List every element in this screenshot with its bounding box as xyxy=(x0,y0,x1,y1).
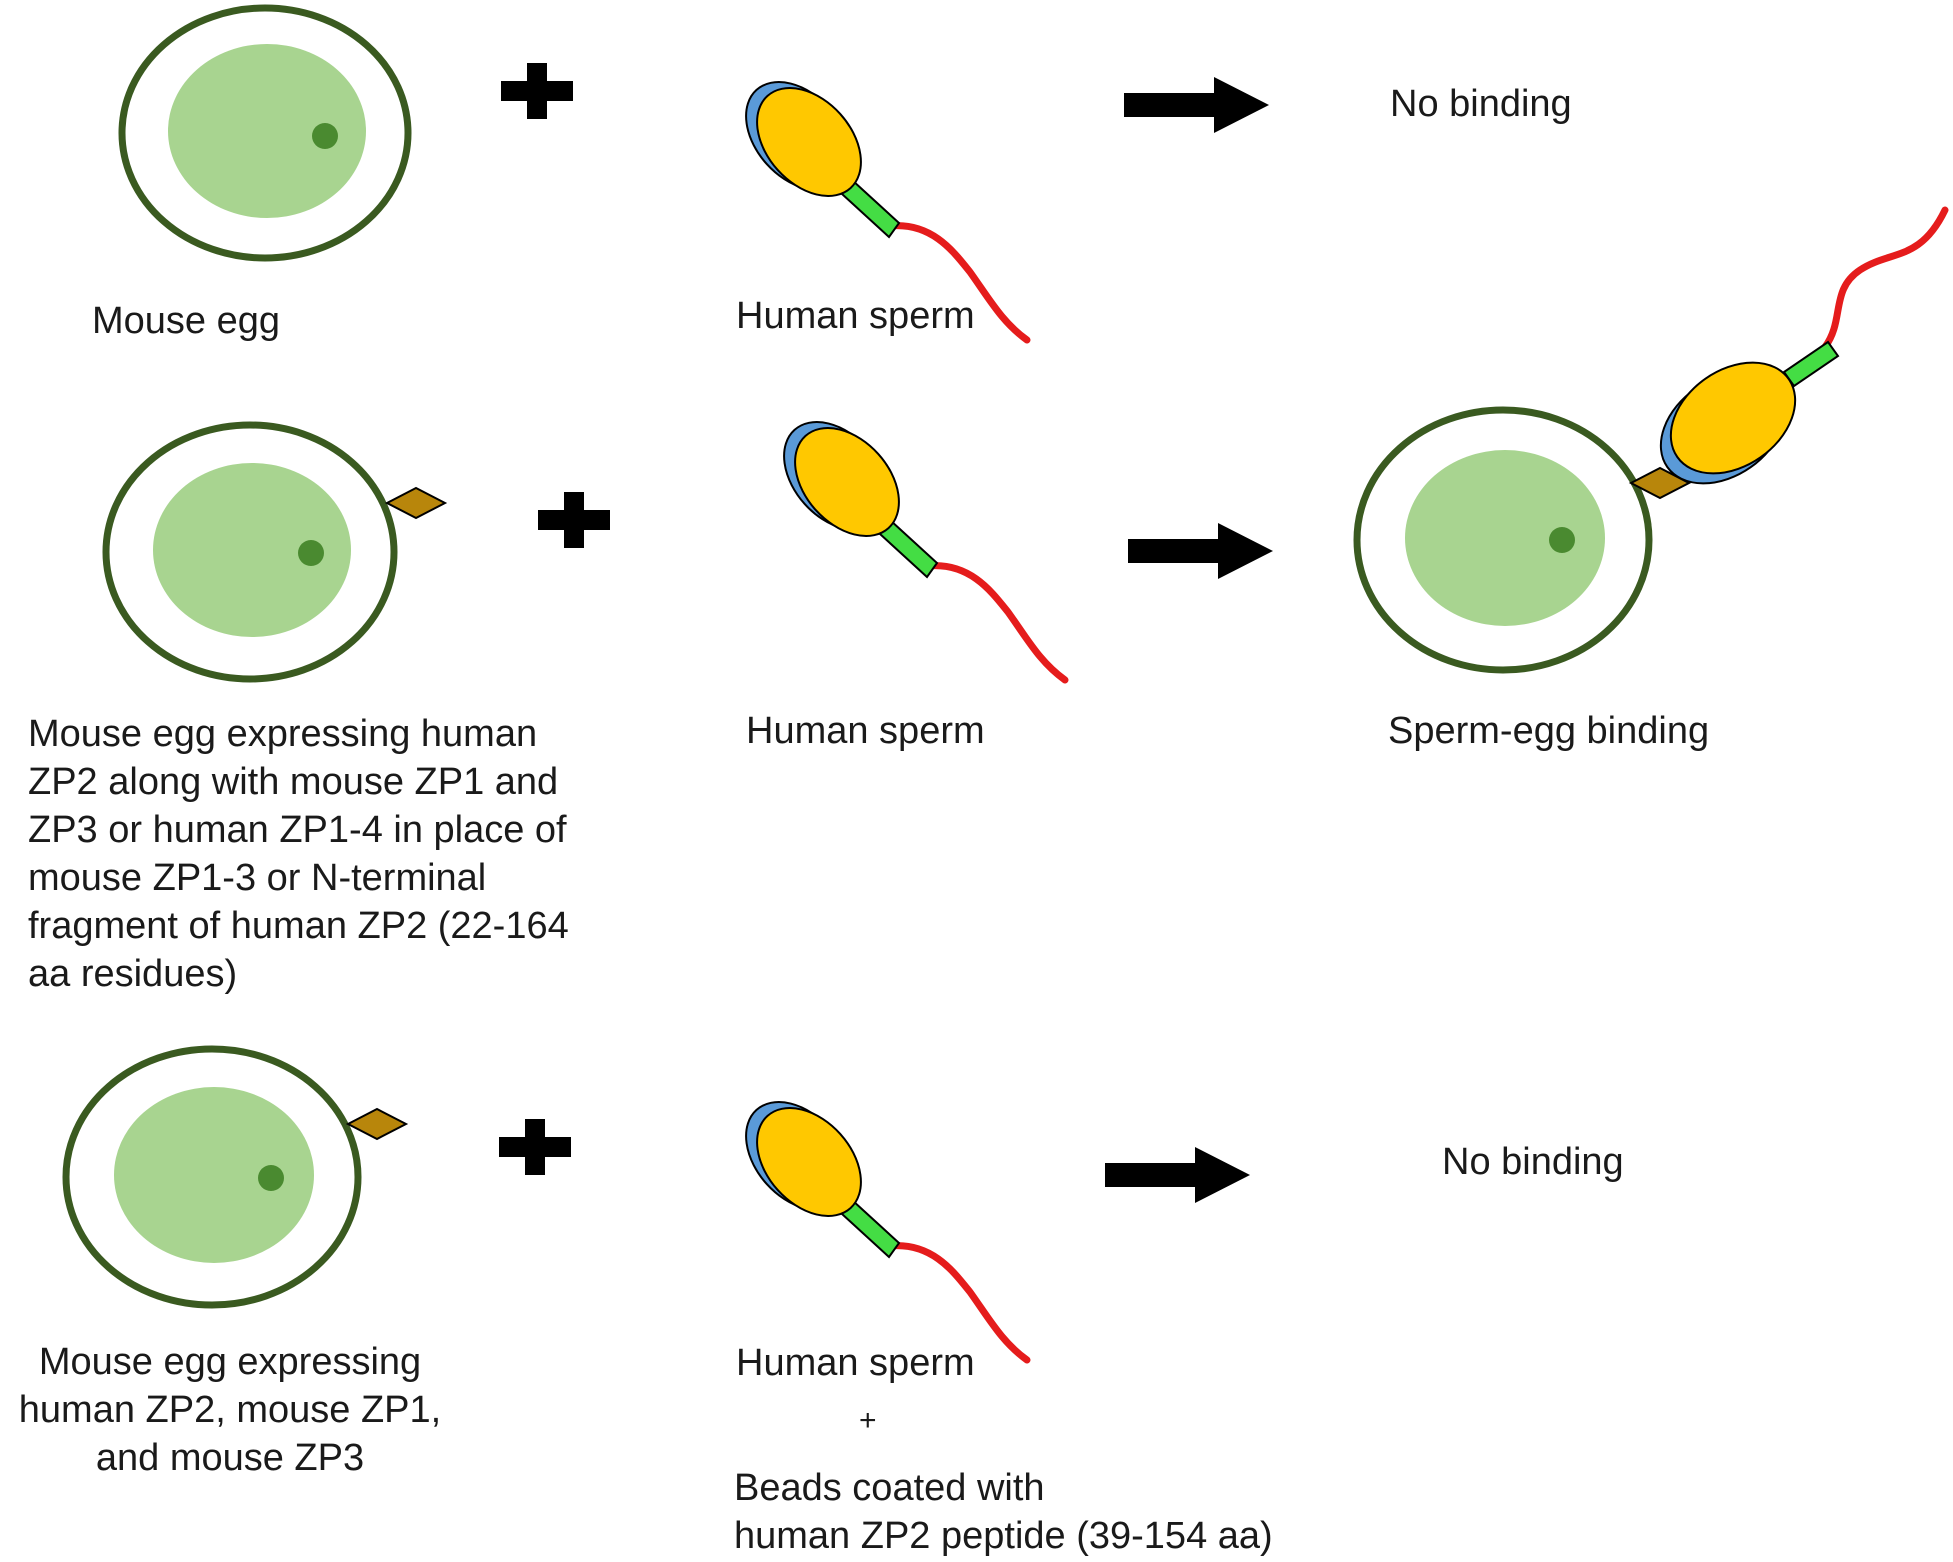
mouse-egg-zp2-row2 xyxy=(102,421,448,683)
mouse-egg-row1 xyxy=(118,4,412,262)
arrow-icon-row1 xyxy=(1124,77,1269,133)
sperm-egg-binding-label: Sperm-egg binding xyxy=(1388,710,1710,752)
arrow-icon-row3 xyxy=(1105,1147,1250,1203)
arrow-icon-row2 xyxy=(1128,523,1273,579)
mouse-egg-label: Mouse egg xyxy=(92,300,281,342)
human-zp2-tag-icon xyxy=(384,486,448,520)
modified-egg-label-row2: Mouse egg expressing human ZP2 along wit… xyxy=(28,713,569,995)
beads-label: Beads coated with human ZP2 peptide (39-… xyxy=(734,1467,1273,1557)
plus-icon-row3 xyxy=(499,1119,571,1175)
human-zp2-tag-icon-row3 xyxy=(345,1107,409,1141)
human-sperm-label-row3: Human sperm xyxy=(736,1342,975,1384)
plus-label-row3: + xyxy=(859,1404,877,1437)
human-sperm-label-row1: Human sperm xyxy=(736,295,975,337)
human-sperm-row3 xyxy=(725,1082,1027,1360)
bound-sperm-egg-complex xyxy=(1353,206,1949,674)
human-sperm-label-row2: Human sperm xyxy=(746,710,985,752)
plus-icon-row2 xyxy=(538,492,610,548)
no-binding-label-row1: No binding xyxy=(1390,83,1572,125)
modified-egg-label-row3: Mouse egg expressing human ZP2, mouse ZP… xyxy=(18,1341,442,1479)
plus-icon-row1 xyxy=(501,63,573,119)
mouse-egg-zp2-row3 xyxy=(62,1045,409,1309)
no-binding-label-row3: No binding xyxy=(1442,1141,1624,1183)
human-sperm-row2 xyxy=(763,402,1065,680)
